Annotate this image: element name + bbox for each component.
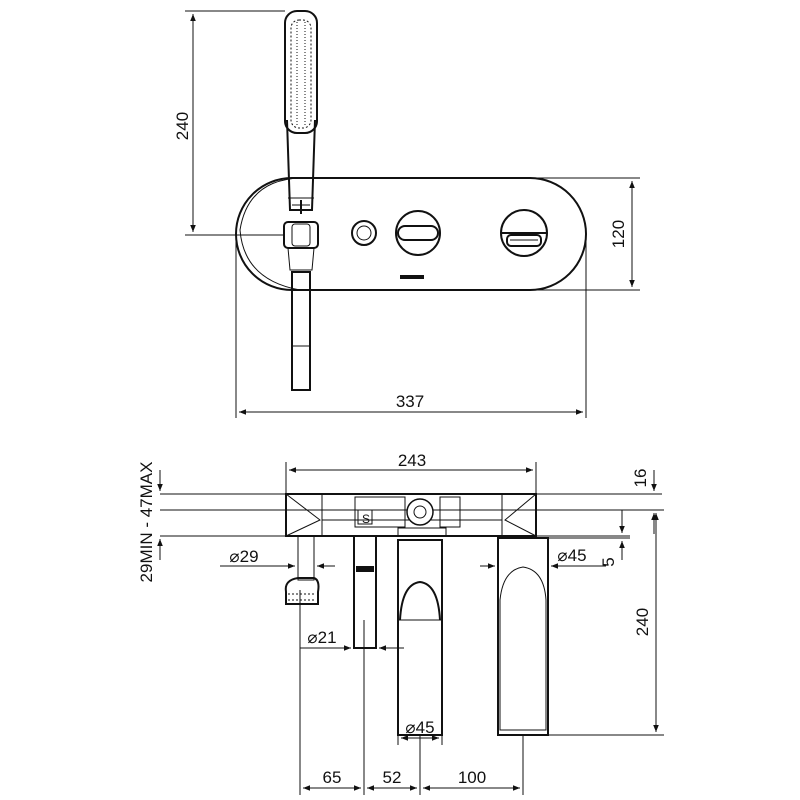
dim-text-dia45-right: ⌀45 [557, 546, 586, 565]
dim-text-5: 5 [599, 557, 618, 566]
dim-text-16: 16 [631, 469, 650, 488]
dim-text-dia21: ⌀21 [307, 628, 336, 647]
thermostatic-knob [395, 210, 441, 256]
dim-body-width: 243 [285, 451, 537, 494]
dim-plate-thickness: 16 [536, 469, 662, 534]
dim-text-dia29: ⌀29 [229, 547, 258, 566]
dim-offset-5: 5 [548, 510, 630, 567]
hand-shower-holder [284, 535, 320, 605]
dim-wall-depth: 29MIN - 47MAX [137, 462, 286, 583]
brand-logo [400, 275, 424, 279]
bath-spout [397, 539, 443, 736]
dim-text-337: 337 [396, 392, 424, 411]
wall-plate-shadow-edge [239, 177, 301, 291]
svg-text:S: S [362, 512, 370, 526]
dim-dia-spout: ⌀45 [397, 718, 443, 745]
dim-text-100: 100 [458, 768, 486, 787]
lever-handle [497, 537, 549, 736]
dim-text-120: 120 [609, 220, 628, 248]
dim-projection: 240 [536, 509, 664, 736]
dim-text-52: 52 [383, 768, 402, 787]
dim-text-dia45-spout: ⌀45 [405, 718, 434, 737]
hose-outlet [353, 535, 377, 649]
dim-dia-hose: ⌀21 [300, 628, 404, 651]
dim-text-240-top: 240 [173, 112, 192, 140]
dim-dia-holder: ⌀29 [220, 547, 335, 569]
dim-text-243: 243 [398, 451, 426, 470]
hand-shower [283, 10, 319, 391]
dim-plate-height: 120 [530, 177, 640, 291]
valve-body: S [285, 493, 537, 537]
dim-text-240-side: 240 [633, 608, 652, 636]
dim-text-wall-depth: 29MIN - 47MAX [137, 462, 156, 583]
side-view: S [137, 451, 664, 795]
diverter-button [351, 220, 377, 246]
dim-text-65: 65 [323, 768, 342, 787]
top-view: 240 120 337 [173, 10, 640, 418]
dim-dia-right: ⌀45 [480, 546, 606, 569]
dim-hand-shower-height: 240 [173, 10, 285, 236]
dim-spacing-chain: 65 52 100 [299, 590, 524, 795]
dim-overall-width: 337 [235, 234, 587, 418]
flow-knob [500, 209, 548, 257]
